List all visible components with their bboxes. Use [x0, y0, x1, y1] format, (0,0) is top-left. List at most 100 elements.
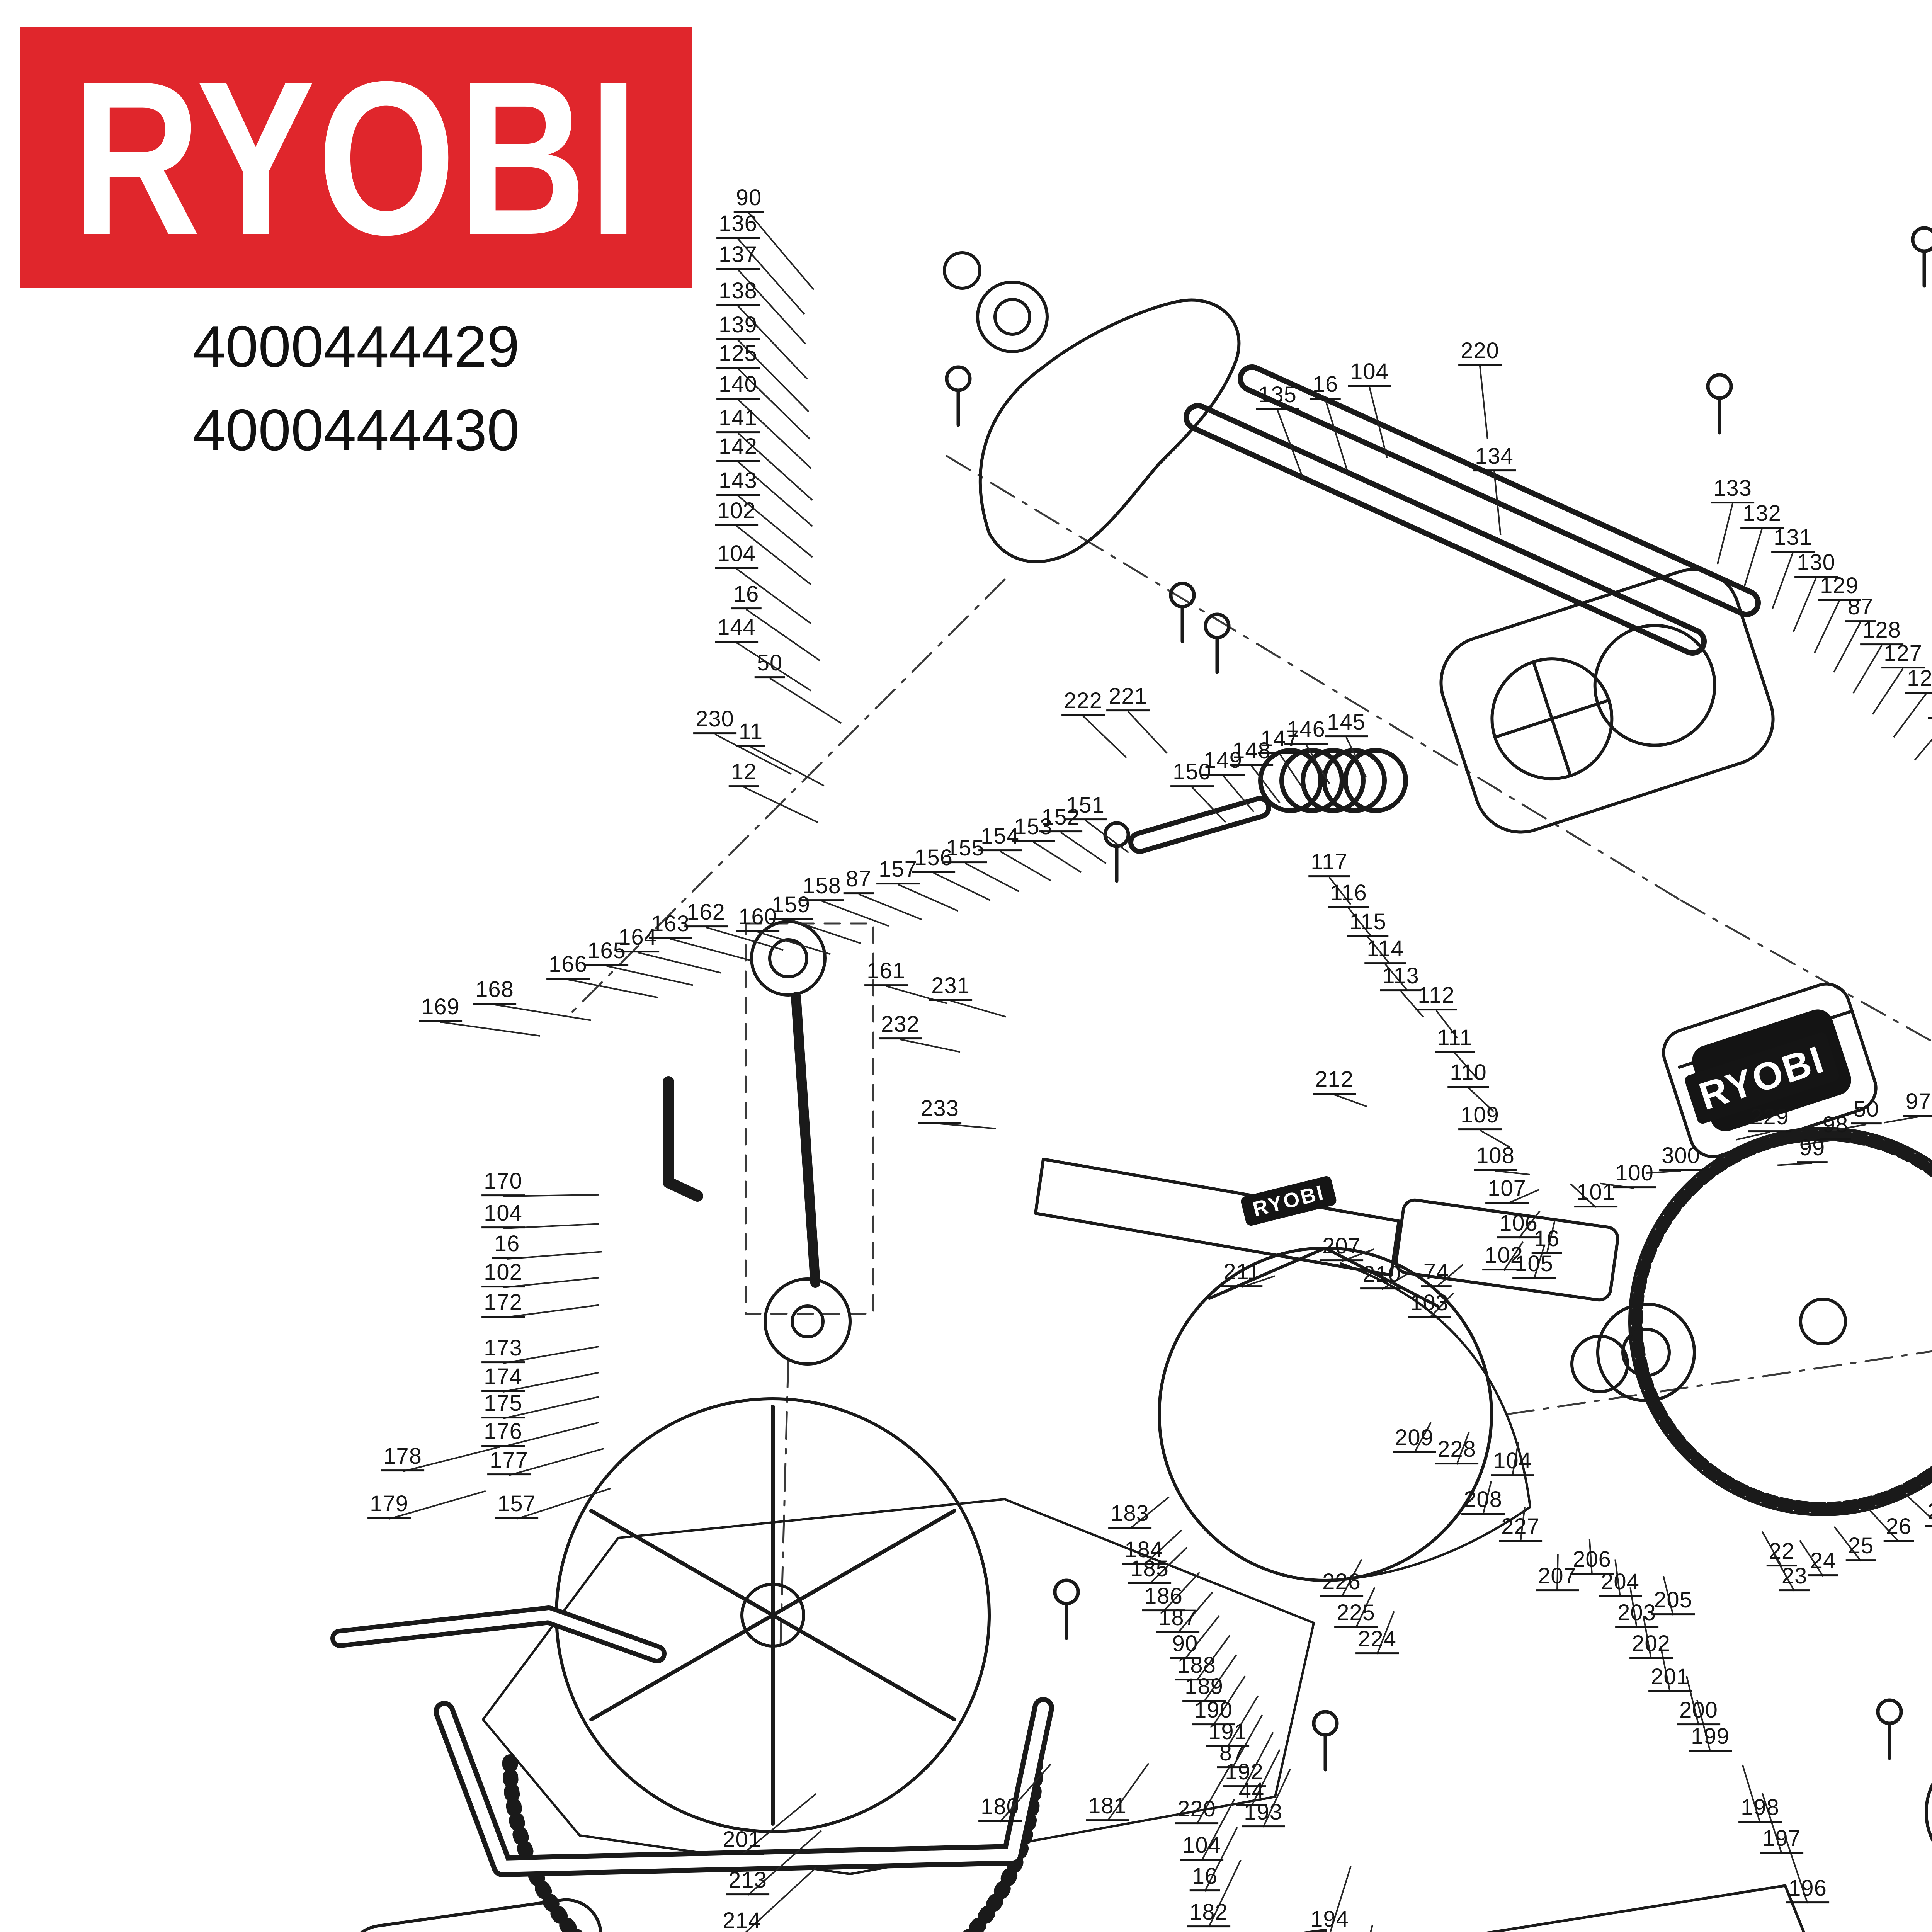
- part-callout-178: 178: [381, 1444, 424, 1471]
- part-callout-166: 166: [546, 952, 590, 980]
- part-callout-200: 200: [1677, 1698, 1720, 1725]
- part-callout-115: 115: [1347, 910, 1389, 937]
- part-callout-190: 190: [1192, 1698, 1235, 1725]
- part-callout-143: 143: [716, 469, 760, 496]
- part-callout-185: 185: [1128, 1557, 1171, 1584]
- part-callout-104: 104: [715, 542, 758, 569]
- part-callout-155: 155: [944, 836, 987, 863]
- part-callout-25: 25: [1845, 1534, 1876, 1561]
- part-callout-50: 50: [754, 651, 785, 678]
- part-callout-225: 225: [1334, 1601, 1378, 1628]
- part-callout-163: 163: [649, 912, 692, 939]
- part-callout-16: 16: [1531, 1227, 1562, 1254]
- part-callout-102: 102: [1482, 1243, 1526, 1270]
- part-callout-87: 87: [843, 867, 874, 894]
- part-callout-132: 132: [1740, 502, 1784, 529]
- model-number-1: 4000444429: [193, 314, 520, 379]
- part-callout-128: 128: [1860, 618, 1903, 645]
- part-callout-104: 104: [1180, 1833, 1223, 1861]
- part-callout-104: 104: [481, 1201, 525, 1228]
- part-callout-222: 222: [1061, 689, 1105, 716]
- part-callout-174: 174: [481, 1365, 525, 1392]
- part-callout-98: 98: [1820, 1113, 1851, 1140]
- part-callout-188: 188: [1175, 1653, 1218, 1680]
- part-callout-16: 16: [731, 582, 762, 609]
- ryobi-logo-text: RYOBI: [72, 35, 641, 280]
- part-callout-156: 156: [912, 846, 955, 873]
- part-callout-175: 175: [481, 1391, 525, 1418]
- part-callout-176: 176: [481, 1420, 525, 1447]
- part-callout-108: 108: [1474, 1144, 1517, 1171]
- part-callout-161: 161: [864, 959, 908, 986]
- part-callout-104: 104: [1348, 360, 1391, 387]
- part-callout-90: 90: [1170, 1632, 1201, 1659]
- part-callout-99: 99: [1797, 1136, 1828, 1163]
- part-callout-110: 110: [1447, 1061, 1489, 1088]
- part-callout-159: 159: [769, 893, 813, 920]
- part-callout-146: 146: [1284, 718, 1328, 745]
- part-callout-137: 137: [716, 243, 760, 270]
- part-callout-152: 152: [1039, 805, 1082, 832]
- part-callout-157: 157: [495, 1492, 538, 1519]
- part-callout-24: 24: [1808, 1549, 1838, 1576]
- part-callout-177: 177: [487, 1448, 531, 1475]
- part-callout-126: 126: [1905, 667, 1932, 694]
- part-callout-207: 207: [1536, 1564, 1579, 1591]
- part-callout-87: 87: [1845, 595, 1876, 622]
- part-callout-227: 227: [1499, 1515, 1542, 1542]
- part-callout-201: 201: [1648, 1665, 1692, 1692]
- part-callout-205: 205: [1651, 1588, 1695, 1615]
- part-callout-191: 191: [1206, 1720, 1249, 1747]
- part-callout-140: 140: [716, 372, 760, 400]
- part-callout-111: 111: [1435, 1026, 1475, 1053]
- part-callout-228: 228: [1435, 1437, 1478, 1464]
- part-callout-168: 168: [473, 978, 516, 1005]
- ryobi-logo: RYOBI: [20, 27, 692, 288]
- part-callout-229: 229: [1748, 1105, 1791, 1132]
- part-callout-127: 127: [1881, 641, 1925, 668]
- part-callout-16: 16: [1189, 1864, 1220, 1891]
- part-callout-16: 16: [1310, 372, 1341, 400]
- part-callout-212: 212: [1313, 1068, 1356, 1095]
- part-callout-11: 11: [736, 720, 765, 747]
- part-callout-135: 135: [1256, 383, 1299, 410]
- part-callout-154: 154: [978, 824, 1022, 851]
- part-callout-193: 193: [1242, 1800, 1285, 1827]
- part-callout-139: 139: [716, 313, 760, 340]
- part-callout-103: 103: [1408, 1291, 1451, 1318]
- part-callout-162: 162: [684, 900, 728, 927]
- part-callout-145: 145: [1325, 710, 1368, 737]
- part-callout-230: 230: [693, 707, 736, 734]
- part-callout-208: 208: [1461, 1488, 1505, 1515]
- part-callout-210: 210: [1360, 1262, 1403, 1289]
- part-callout-204: 204: [1599, 1570, 1642, 1597]
- part-callout-142: 142: [716, 435, 760, 462]
- part-callout-107: 107: [1485, 1177, 1529, 1204]
- part-callout-233: 233: [918, 1097, 961, 1124]
- part-callout-213: 213: [726, 1868, 769, 1895]
- part-callout-231: 231: [929, 974, 972, 1001]
- part-callout-186: 186: [1142, 1584, 1185, 1611]
- part-callout-102: 102: [715, 499, 758, 526]
- part-callout-153: 153: [1012, 815, 1055, 842]
- part-callout-220: 220: [1175, 1797, 1218, 1824]
- part-callout-199: 199: [1689, 1725, 1732, 1752]
- part-callout-134: 134: [1473, 444, 1516, 471]
- part-callout-133: 133: [1711, 476, 1754, 503]
- part-callout-87: 87: [1217, 1741, 1248, 1768]
- part-callout-192: 192: [1223, 1760, 1266, 1787]
- part-callout-224: 224: [1355, 1627, 1399, 1654]
- part-callout-180: 180: [978, 1795, 1022, 1822]
- part-callout-50: 50: [1851, 1097, 1882, 1124]
- part-callout-102: 102: [481, 1260, 525, 1287]
- part-callout-74: 74: [1421, 1260, 1452, 1287]
- part-callout-211: 211: [1221, 1260, 1263, 1287]
- part-callout-150: 150: [1170, 760, 1214, 787]
- part-callout-149: 149: [1201, 748, 1245, 776]
- part-callout-104: 104: [1491, 1449, 1534, 1476]
- part-callout-232: 232: [879, 1012, 922, 1039]
- model-number-2: 4000444430: [193, 397, 520, 463]
- part-callout-157: 157: [876, 857, 920, 884]
- part-callout-129: 129: [1818, 574, 1861, 601]
- part-callout-101: 101: [1574, 1180, 1617, 1208]
